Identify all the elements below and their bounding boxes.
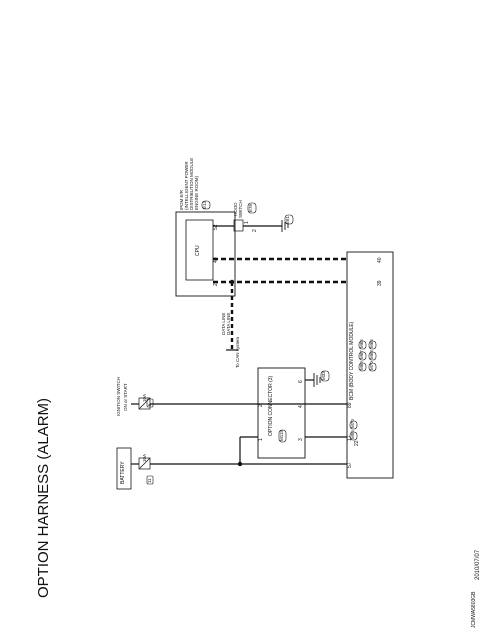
battery-fuse-number: 11 (147, 478, 152, 483)
data-line-junction (229, 279, 235, 285)
ipdm-connector-label: E13 (202, 200, 207, 209)
ignition-label-line2: ON or START (123, 383, 128, 411)
bcm-sub-connector-m56: M56 (350, 430, 355, 439)
ipdm-pin-52: 52 (213, 224, 219, 230)
connector-m69-badge (358, 362, 367, 372)
option-pin-1: 1 (258, 438, 264, 441)
option-connector-code: M119 (279, 430, 284, 441)
bcm-connector-m70: M70 (369, 361, 374, 370)
ground-m33-label: M33 (321, 371, 326, 380)
connector-m67-badge (358, 351, 367, 361)
option-pin-3: 3 (298, 438, 304, 441)
bcm-sub-connector-m70: M70 (350, 419, 355, 428)
battery-fuse-rating: 10A (142, 453, 147, 462)
ipdm-pin-27: 27 (213, 280, 219, 286)
ground-e61-label: E61 (285, 215, 290, 224)
connector-m33-badge (320, 370, 330, 382)
bcm-connector-m66: M66 (369, 339, 374, 348)
option-pin-2: 2 (258, 404, 264, 407)
ipdm-label-line4: ENGINE ROOM) (194, 175, 199, 210)
diagram-code: JCMWA5803GB (471, 591, 477, 629)
option-pin-4: 4 (298, 405, 304, 408)
bcm-connector-m67: M67 (359, 350, 364, 359)
bcm-connector-m65: M65 (359, 339, 364, 348)
bcm-sub-pin-22: 22 (354, 440, 360, 446)
ignition-fuse-rating: 10A (142, 393, 147, 402)
connector-e13-badge (201, 200, 211, 210)
bcm-pin-89: 89 (347, 402, 353, 408)
connector-e76-badge (247, 202, 257, 214)
bcm-pin-57: 57 (347, 462, 353, 468)
connector-m66-badge (368, 340, 377, 350)
connector-m65-badge (358, 340, 367, 350)
ipdm-module-box (175, 211, 236, 297)
bcm-connector-m68: M68 (369, 350, 374, 359)
battery-box (116, 447, 132, 490)
bcm-title: BCM (BODY CONTROL MODULE) (349, 321, 355, 400)
ignition-fuse-number: 5 (147, 403, 152, 406)
option-connector-label: OPTION CONNECTOR (3) (268, 375, 274, 436)
bcm-pin-40: 40 (377, 257, 383, 263)
diagram-date: 2010/07/07 (475, 549, 481, 580)
hood-switch-line2: SWITCH (238, 200, 243, 218)
battery-label: BATTERY (120, 461, 126, 484)
hood-switch-pin-1: 1 (244, 221, 250, 224)
cpu-box (185, 219, 214, 281)
connector-m70-badge (368, 362, 377, 372)
option-connector-box (257, 367, 306, 459)
data-line-label-2: DATA LINE (226, 312, 231, 335)
bcm-pin-39: 39 (377, 280, 383, 286)
hood-switch-connector: E76 (248, 203, 253, 212)
connector-e61-badge (284, 214, 294, 225)
ipdm-pin-40: 40 (213, 257, 219, 263)
hood-switch-pin-2: 2 (252, 229, 258, 232)
bcm-connector-m69: M69 (359, 361, 364, 370)
can-system-label: To CAN system (235, 336, 240, 368)
cpu-label: CPU (195, 245, 201, 256)
connector-m68-badge (368, 351, 377, 361)
option-pin-6: 6 (298, 380, 304, 383)
connector-m119-badge (278, 429, 287, 443)
diagram-title: OPTION HARNESS (ALARM) (35, 397, 52, 598)
bcm-module-box (346, 251, 394, 479)
ignition-label-line1: IGNITION SWITCH (116, 377, 121, 416)
